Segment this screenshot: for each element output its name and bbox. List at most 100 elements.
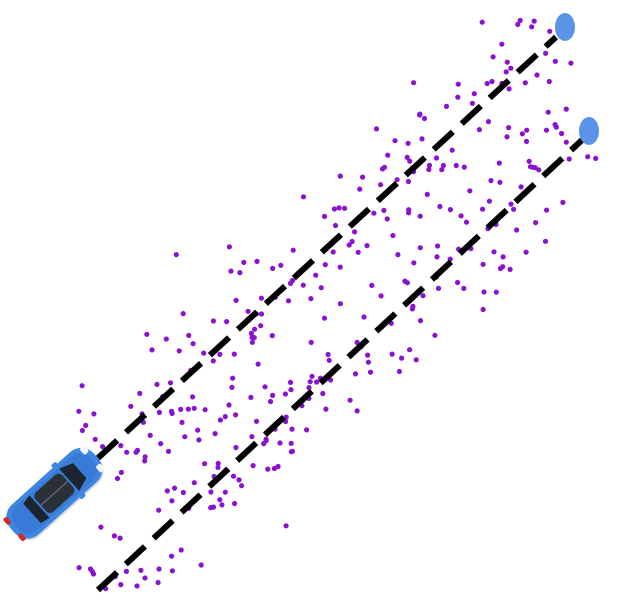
sample-point [239, 483, 245, 489]
sample-point [453, 162, 459, 169]
sample-point [217, 351, 223, 357]
sample-point [79, 427, 85, 434]
sample-point [407, 347, 413, 353]
sample-point [518, 184, 524, 190]
sample-point [365, 359, 371, 365]
sample-point [413, 357, 419, 363]
sample-point [111, 533, 117, 539]
sample-point [90, 571, 97, 577]
sample-point [480, 206, 486, 212]
sample-point [164, 488, 170, 494]
sample-point [461, 164, 467, 170]
sample-point [542, 238, 549, 244]
sample-point [355, 249, 361, 255]
sample-point [79, 383, 85, 389]
sample-point [420, 293, 426, 299]
sample-point [156, 566, 162, 572]
sample-point [124, 449, 130, 455]
sample-point [378, 182, 384, 188]
sample-point [499, 41, 505, 47]
sample-point [268, 398, 274, 405]
sample-point [222, 489, 228, 495]
sample-point [142, 458, 148, 464]
sample-point [233, 444, 239, 451]
sample-point [426, 162, 433, 168]
sample-point [543, 127, 550, 133]
sample-point [352, 229, 358, 235]
sample-point [215, 460, 221, 466]
sample-point [522, 80, 528, 86]
sample-point [342, 205, 348, 211]
sample-point [173, 252, 179, 258]
sample-point [202, 407, 208, 413]
sample-point [485, 119, 492, 125]
sample-point [191, 405, 197, 411]
sample-point [432, 332, 438, 338]
sample-point [507, 266, 513, 272]
sample-point [169, 568, 175, 574]
sample-point [449, 147, 455, 153]
sample-point [389, 351, 395, 357]
dashed-path-upper [95, 34, 559, 461]
sample-point [289, 448, 295, 454]
sample-point [306, 385, 312, 391]
sample-point [277, 440, 283, 446]
sample-point [249, 434, 255, 440]
sample-point [504, 59, 510, 65]
sample-point [568, 60, 574, 66]
sample-point [447, 207, 453, 213]
sample-point [233, 297, 239, 303]
sample-point [230, 375, 236, 381]
sample-point [180, 311, 186, 317]
sample-point [156, 507, 162, 513]
sample-point [463, 219, 470, 225]
sample-point [91, 411, 97, 417]
sample-point [493, 289, 499, 295]
sample-point [514, 227, 520, 233]
sample-point [426, 166, 432, 173]
sample-point [364, 243, 370, 249]
sample-point [288, 440, 294, 446]
car-taillight-left [3, 517, 11, 525]
sample-point [566, 156, 572, 162]
sample-point [439, 167, 445, 173]
sample-point [332, 222, 339, 229]
sample-point [417, 318, 424, 324]
sample-point [290, 247, 296, 253]
sample-point [249, 339, 255, 345]
sample-point [325, 351, 331, 358]
sample-point [261, 441, 267, 447]
sample-point [593, 155, 599, 161]
sample-point [434, 254, 440, 260]
sample-point [198, 562, 204, 568]
sample-point [321, 315, 328, 321]
sample-point [300, 194, 307, 200]
sample-point [508, 201, 514, 207]
sample-point [258, 295, 264, 301]
sample-point [117, 535, 123, 541]
sample-point [352, 371, 359, 377]
sample-point [411, 260, 417, 266]
sample-point [349, 238, 355, 245]
sample-point [231, 351, 237, 357]
sample-point [118, 582, 124, 588]
sample-point [217, 497, 223, 503]
sample-point [190, 341, 196, 347]
sample-point [255, 361, 261, 367]
sample-point [252, 326, 258, 332]
sample-point [369, 282, 375, 288]
sample-point [517, 17, 523, 23]
sample-point [304, 427, 310, 433]
sample-point [217, 417, 223, 423]
sample-point [230, 473, 237, 479]
sample-point [196, 437, 202, 443]
sample-point [92, 436, 98, 442]
sample-point [229, 384, 235, 390]
sample-point [563, 106, 569, 112]
sample-point [308, 339, 314, 345]
sample-point [154, 381, 160, 387]
sample-point [176, 348, 182, 354]
sample-point [500, 254, 506, 260]
sample-point [100, 444, 106, 450]
sample-point [258, 323, 264, 329]
